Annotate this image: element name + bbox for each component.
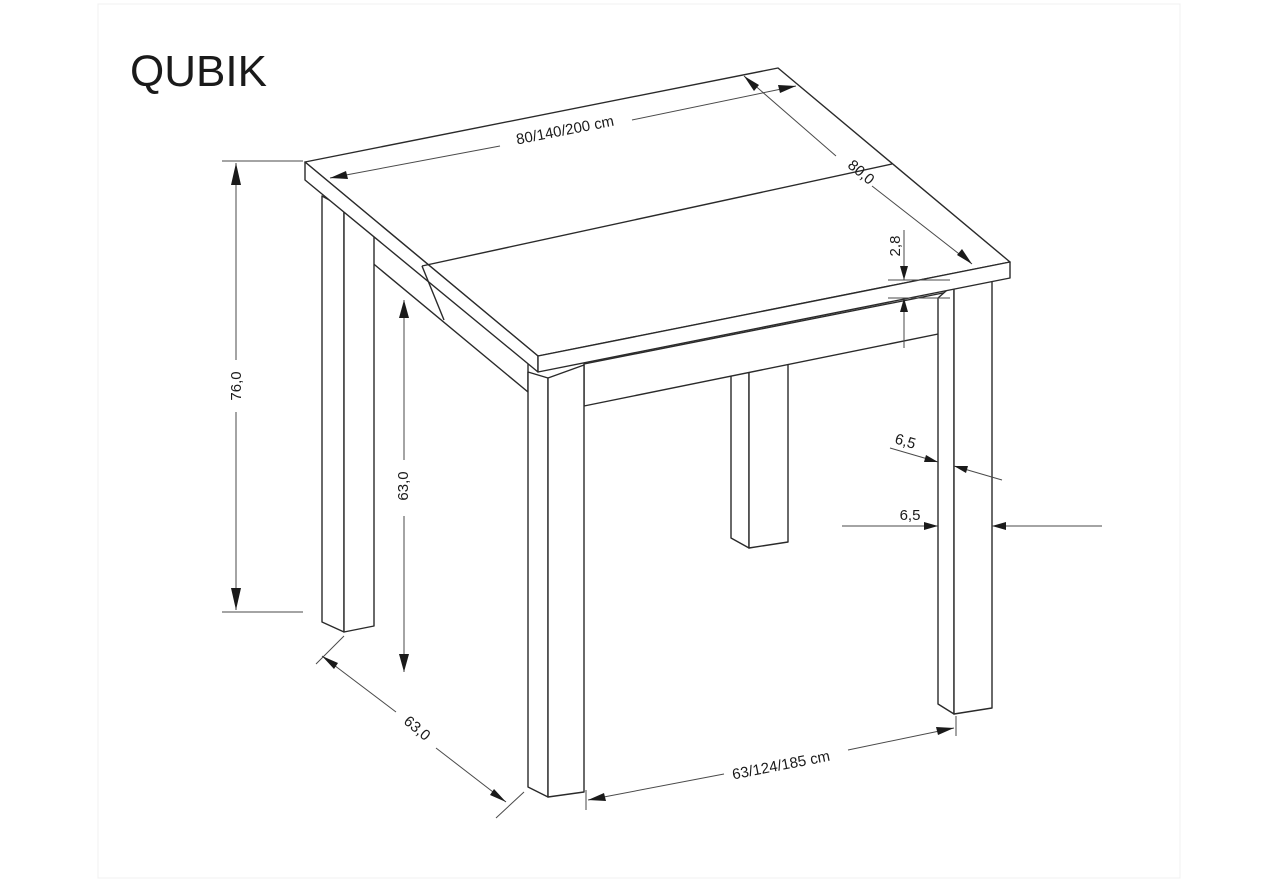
right-leg: [937, 279, 993, 715]
extension-seam: [421, 163, 893, 267]
dim-top-thickness: 2,8: [887, 230, 950, 348]
label-top-thickness: 2,8: [887, 236, 904, 257]
sheet-border: [97, 3, 1181, 879]
label-leg-thickness-b: 6,5: [900, 507, 921, 524]
dim-leg-thickness-b: 6,5: [842, 507, 1102, 530]
label-leg-depth-spacing: 63,0: [400, 713, 433, 745]
label-leg-width-spacing: 63/124/185 cm: [731, 748, 832, 784]
front-corner-leg: [527, 364, 585, 798]
dim-leg-width-spacing: 63/124/185 cm: [585, 716, 957, 810]
dim-leg-depth-spacing: 63,0: [315, 635, 525, 819]
table-illustration: [304, 67, 1011, 798]
front-left-leg: [321, 195, 375, 633]
dim-leg-thickness-a: 6,5: [889, 431, 1003, 481]
label-total-height: 76,0: [228, 371, 245, 400]
table-top: [304, 67, 1011, 373]
label-leg-height: 63,0: [395, 471, 412, 500]
label-leg-thickness-a: 6,5: [893, 431, 918, 453]
back-leg: [730, 361, 789, 549]
product-title: QUBIK: [130, 47, 267, 96]
dim-leg-height: 63,0: [395, 300, 412, 672]
dim-total-height: 76,0: [222, 160, 303, 613]
